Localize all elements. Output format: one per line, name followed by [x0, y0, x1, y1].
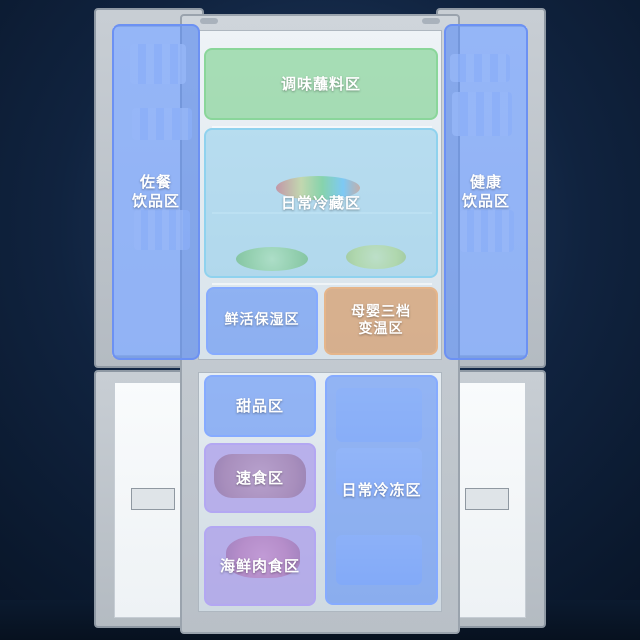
- zone-fresh-label: 鲜活保湿区: [224, 312, 300, 329]
- zone-daily-fridge: 日常冷藏区: [204, 128, 438, 278]
- shelf-line-3: [212, 283, 432, 285]
- lemons: [346, 245, 406, 269]
- zone-left-door: 佐餐 饮品区: [112, 24, 200, 360]
- zone-freeze-label: 日常冷冻区: [341, 480, 422, 499]
- zone-dessert: 甜品区: [204, 375, 316, 437]
- zone-left-door-label: 佐餐 饮品区: [131, 173, 180, 210]
- zone-dessert-label: 甜品区: [235, 396, 284, 415]
- shelf-line-1: [212, 126, 432, 128]
- zone-maternal-label: 母婴三档 变温区: [351, 303, 411, 338]
- zone-fresh: 鲜活保湿区: [206, 287, 318, 355]
- zone-seafood: 海鲜肉食区: [204, 526, 316, 606]
- left-hinge: [200, 18, 218, 24]
- lower-left-door-label: [131, 488, 175, 510]
- shelf-line-2: [212, 212, 432, 214]
- zone-seasoning: 调味蘸料区: [204, 48, 438, 120]
- right-hinge: [422, 18, 440, 24]
- zone-maternal: 母婴三档 变温区: [324, 287, 438, 355]
- fruit-bowl: [276, 176, 360, 200]
- zone-right-door-label: 健康 饮品区: [461, 173, 510, 210]
- zone-freeze: 日常冷冻区: [325, 375, 438, 605]
- zone-seasoning-label: 调味蘸料区: [280, 74, 361, 93]
- grapes: [236, 247, 308, 271]
- zone-daily-fridge-label: 日常冷藏区: [280, 193, 361, 212]
- zone-seafood-label: 海鲜肉食区: [219, 556, 300, 575]
- lower-right-door-label: [465, 488, 509, 510]
- zone-right-door: 健康 饮品区: [444, 24, 528, 360]
- zone-fast-food-label: 速食区: [235, 468, 284, 487]
- zone-fast-food: 速食区: [204, 443, 316, 513]
